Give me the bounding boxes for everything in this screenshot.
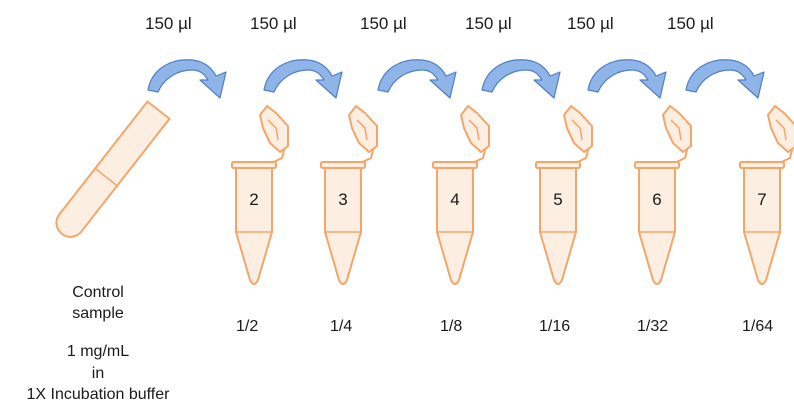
dilution-label-1: 1/2 xyxy=(236,318,259,335)
transfer-arrow-shape xyxy=(147,59,227,99)
dilution-label-3: 1/8 xyxy=(440,318,463,335)
tube-lid-rim xyxy=(670,119,682,141)
tube-lid-rim xyxy=(468,119,480,141)
tube-number-label: 2 xyxy=(249,190,258,209)
dilution-label-5: 1/32 xyxy=(637,318,669,335)
tube-4: 4 xyxy=(432,104,490,285)
transfer-arrow-4 xyxy=(481,59,561,99)
dilution-label-4: 1/16 xyxy=(539,318,571,335)
control-concentration: 1 mg/mL xyxy=(66,343,130,360)
tube-lid xyxy=(562,104,593,154)
transfer-arrow-shape xyxy=(377,59,457,99)
control-buffer: 1X Incubation buffer xyxy=(26,386,170,403)
transfer-label-6: 150 µl xyxy=(667,14,714,33)
tube-lid-rim xyxy=(267,119,279,141)
tube-lid xyxy=(258,104,289,154)
transfer-label-4: 150 µl xyxy=(465,14,512,33)
tube-6: 6 xyxy=(634,104,692,285)
control-tube-body xyxy=(55,100,171,238)
tube-number-label: 3 xyxy=(338,190,347,209)
tube-lid-rim xyxy=(356,119,368,141)
control-tube-liquid-line xyxy=(94,167,118,187)
tube-body xyxy=(638,167,676,285)
transfer-arrow-shape xyxy=(263,59,343,99)
transfer-arrow-3 xyxy=(377,59,457,99)
tube-body xyxy=(235,167,273,285)
tube-body xyxy=(324,167,362,285)
tube-number-label: 6 xyxy=(652,190,661,209)
control-caption-line2: sample xyxy=(72,305,124,322)
transfer-arrow-2 xyxy=(263,59,343,99)
transfer-label-5: 150 µl xyxy=(567,14,614,33)
control-caption-in: in xyxy=(91,365,105,382)
tube-lid xyxy=(766,104,794,154)
dilution-label-2: 1/4 xyxy=(330,318,353,335)
tube-body xyxy=(539,167,577,285)
transfer-label-2: 150 µl xyxy=(250,14,297,33)
tube-body xyxy=(743,167,781,285)
tube-lid xyxy=(347,104,378,154)
transfer-arrow-1 xyxy=(147,59,227,99)
tube-lid-rim xyxy=(775,119,787,141)
transfer-arrow-5 xyxy=(587,59,667,99)
transfer-arrow-6 xyxy=(685,59,765,99)
tube-2: 2 xyxy=(231,104,289,285)
transfer-arrow-shape xyxy=(481,59,561,99)
tube-number-label: 7 xyxy=(757,190,766,209)
transfer-arrow-shape xyxy=(685,59,765,99)
tube-7: 7 xyxy=(739,104,794,285)
control-caption-line1: Control xyxy=(72,284,124,301)
tube-5: 5 xyxy=(535,104,593,285)
transfer-label-1: 150 µl xyxy=(145,14,192,33)
tube-lid xyxy=(661,104,692,154)
tube-body xyxy=(436,167,474,285)
tube-3: 3 xyxy=(320,104,378,285)
dilution-label-6: 1/64 xyxy=(742,318,774,335)
tube-lid-rim xyxy=(571,119,583,141)
tube-lid xyxy=(459,104,490,154)
tube-number-label: 4 xyxy=(450,190,459,209)
control-tube xyxy=(55,100,171,238)
tube-number-label: 5 xyxy=(553,190,562,209)
transfer-arrow-shape xyxy=(587,59,667,99)
transfer-label-3: 150 µl xyxy=(360,14,407,33)
